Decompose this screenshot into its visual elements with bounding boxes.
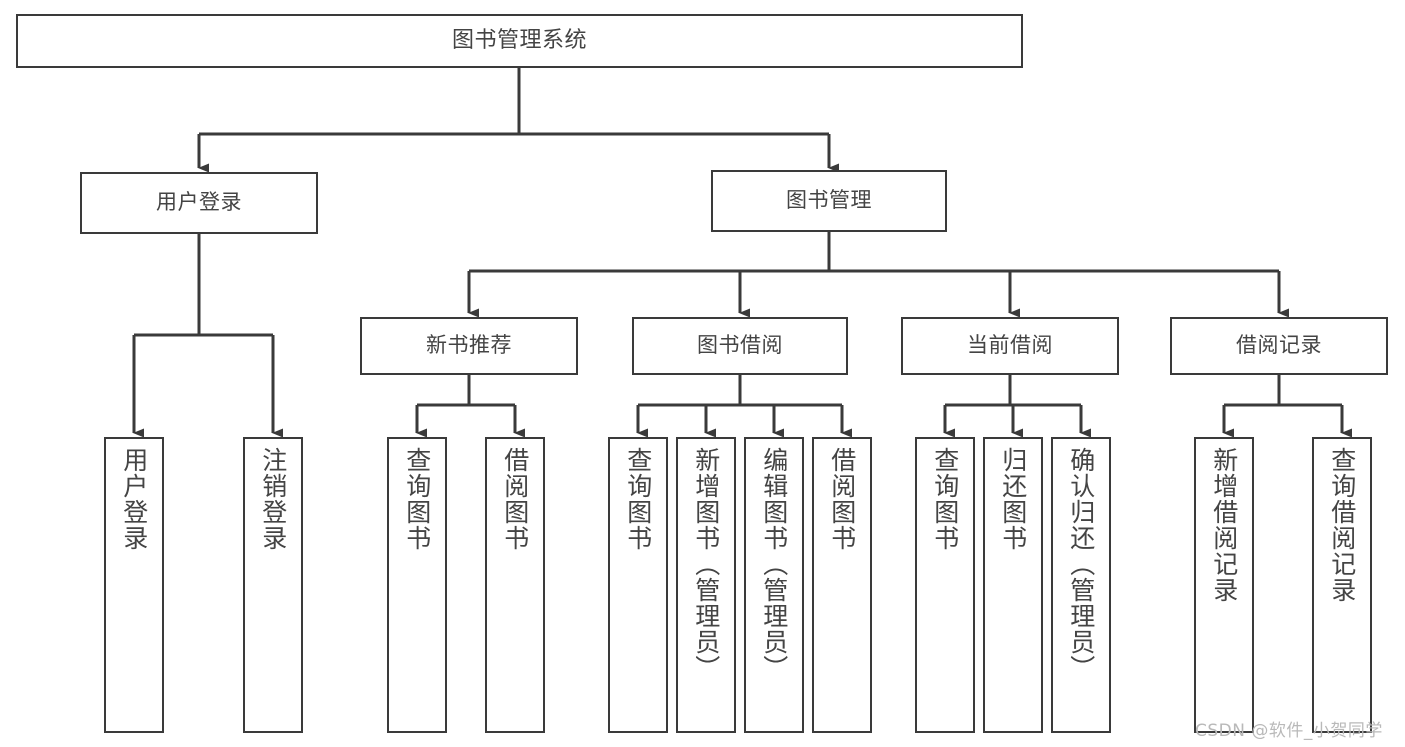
node-leaf_rec_query[interactable]: 查询图书 [387,437,447,733]
node-label-leaf_cb_confirm: 确认归还（管理员） [1066,447,1096,681]
node-label-leaf_cb_return: 归还图书 [998,447,1028,551]
node-label-leaf_bb_borrow: 借阅图书 [827,447,857,551]
node-label-current_borrow: 当前借阅 [967,333,1053,358]
node-leaf_bb_add[interactable]: 新增图书（管理员） [676,437,736,733]
node-leaf_br_query[interactable]: 查询借阅记录 [1312,437,1372,733]
node-new_book_rec[interactable]: 新书推荐 [360,317,578,375]
node-leaf_cb_return[interactable]: 归还图书 [983,437,1043,733]
node-label-book_borrow: 图书借阅 [697,333,783,358]
node-leaf_cb_confirm[interactable]: 确认归还（管理员） [1051,437,1111,733]
node-leaf_rec_borrow[interactable]: 借阅图书 [485,437,545,733]
node-label-leaf_bb_query: 查询图书 [623,447,653,551]
node-label-book_manage: 图书管理 [786,188,872,213]
node-label-user_login: 用户登录 [156,190,242,215]
node-label-leaf_rec_query: 查询图书 [402,447,432,551]
node-label-leaf_user_logout: 注销登录 [258,447,288,551]
watermark: CSDN @软件_小贺同学 [1195,721,1383,741]
node-current_borrow[interactable]: 当前借阅 [901,317,1119,375]
node-label-new_book_rec: 新书推荐 [426,333,512,358]
node-label-root: 图书管理系统 [451,27,587,53]
node-label-leaf_bb_add: 新增图书（管理员） [691,447,721,681]
node-label-leaf_br_add: 新增借阅记录 [1209,447,1239,603]
node-label-leaf_rec_borrow: 借阅图书 [500,447,530,551]
node-leaf_br_add[interactable]: 新增借阅记录 [1194,437,1254,733]
node-label-borrow_record: 借阅记录 [1236,333,1322,358]
node-label-leaf_bb_edit: 编辑图书（管理员） [759,447,789,681]
node-leaf_bb_edit[interactable]: 编辑图书（管理员） [744,437,804,733]
node-borrow_record[interactable]: 借阅记录 [1170,317,1388,375]
node-root[interactable]: 图书管理系统 [16,14,1023,68]
node-label-leaf_cb_query: 查询图书 [930,447,960,551]
node-label-leaf_user_login: 用户登录 [119,447,149,551]
node-book_manage[interactable]: 图书管理 [711,170,947,232]
node-leaf_bb_borrow[interactable]: 借阅图书 [812,437,872,733]
node-book_borrow[interactable]: 图书借阅 [632,317,848,375]
node-label-leaf_br_query: 查询借阅记录 [1327,447,1357,603]
node-leaf_bb_query[interactable]: 查询图书 [608,437,668,733]
node-leaf_user_logout[interactable]: 注销登录 [243,437,303,733]
node-user_login[interactable]: 用户登录 [80,172,318,234]
node-leaf_user_login[interactable]: 用户登录 [104,437,164,733]
node-leaf_cb_query[interactable]: 查询图书 [915,437,975,733]
